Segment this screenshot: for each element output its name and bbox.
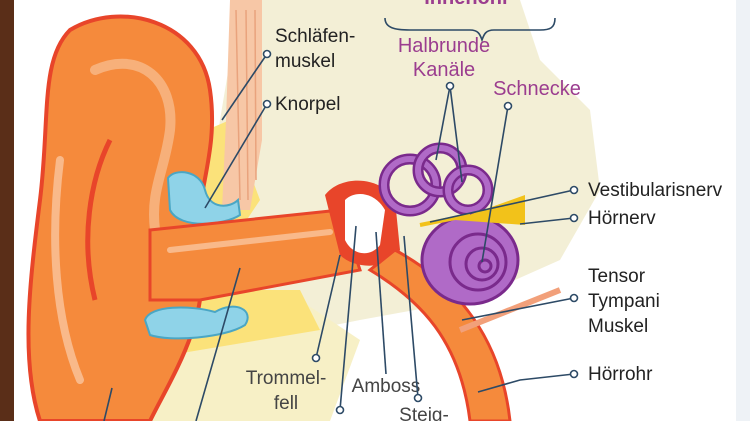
dot-knorpel	[262, 99, 272, 109]
label-hoerrohr: Hörrohr	[588, 364, 653, 385]
temporal-muscle	[222, 0, 262, 210]
photo-strip-left	[0, 0, 14, 421]
leader-trommelfell	[315, 254, 341, 359]
label-schlaefenmuskel-1: Schläfen-	[275, 26, 355, 47]
leader-steigbuegel	[403, 235, 419, 399]
dot-tensor	[569, 293, 579, 303]
leader-halbrunde-b	[449, 85, 463, 183]
ear-canal-highlight	[167, 229, 333, 253]
label-halbrunde-1: Halbrunde	[398, 35, 490, 57]
leader-tensor	[461, 297, 575, 321]
dot-trommelfell	[311, 353, 321, 363]
innenohr-bracket	[384, 17, 556, 43]
leader-outer-ear-a	[195, 267, 241, 421]
inner-ear	[378, 142, 520, 306]
label-tensor-1: Tensor	[588, 266, 646, 287]
label-tensor-2: Tympani	[588, 291, 660, 312]
label-knorpel: Knorpel	[275, 94, 341, 115]
leader-hoernerv	[519, 217, 575, 225]
leader-hammer	[339, 225, 357, 411]
label-amboss: Amboss	[352, 376, 421, 397]
leader-vestibularisnerv	[429, 189, 575, 223]
edge-strip-right	[736, 0, 750, 421]
dot-vestibularisnerv	[569, 185, 579, 195]
label-halbrunde-2: Kanäle	[413, 59, 475, 81]
innenohr-title: Innenohr	[424, 0, 510, 9]
dot-halbrunde	[445, 81, 455, 91]
leader-schlaefenmuskel	[221, 53, 268, 121]
label-tensor-3: Muskel	[588, 316, 648, 337]
leader-halbrunde-a	[435, 85, 451, 161]
leader-hoerrohr	[477, 373, 575, 393]
label-vestibularisnerv: Vestibularisnerv	[588, 180, 723, 201]
dot-steigbuegel	[413, 393, 423, 403]
leader-schnecke	[481, 105, 509, 263]
leader-amboss	[375, 231, 387, 375]
dot-schnecke	[503, 101, 513, 111]
nerve-fibers	[419, 213, 471, 227]
dot-schlaefenmuskel	[262, 49, 272, 59]
label-steigbuegel-1: Steig-	[399, 405, 449, 421]
label-hoernerv: Hörnerv	[588, 208, 656, 229]
leader-knorpel	[204, 103, 268, 209]
dot-hammer	[335, 405, 345, 415]
dot-hoernerv	[569, 213, 579, 223]
label-schlaefenmuskel-2: muskel	[275, 51, 335, 72]
label-trommelfell-2: fell	[274, 393, 298, 414]
label-schnecke: Schnecke	[493, 78, 581, 100]
cartilage-upper	[166, 171, 242, 225]
dot-hoerrohr	[569, 369, 579, 379]
label-trommelfell-1: Trommel-	[246, 368, 327, 389]
leader-outer-ear-b	[103, 387, 113, 421]
